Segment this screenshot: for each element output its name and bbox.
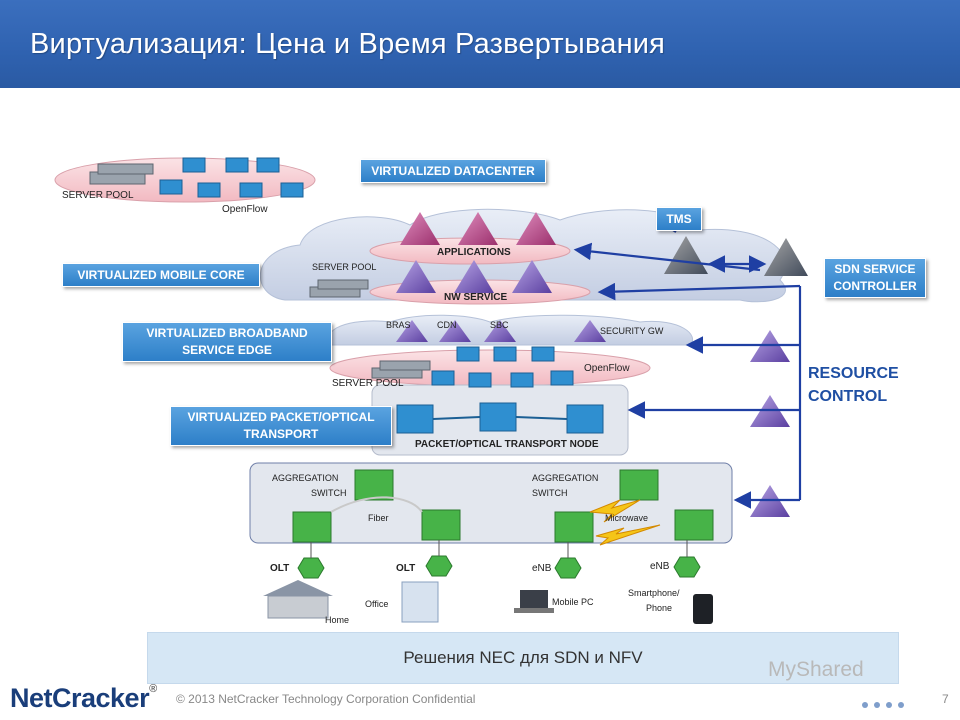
controller-triangle-icon	[664, 236, 808, 276]
packet-box-line-1: VIRTUALIZED PACKET/OPTICAL	[187, 410, 375, 424]
netcracker-logo: NetCracker®	[10, 683, 157, 714]
access-links	[310, 540, 688, 558]
resource-control-label: RESOURCE CONTROL	[808, 362, 899, 408]
virtualized-mobile-core-box: VIRTUALIZED MOBILE CORE	[62, 263, 260, 287]
transport-links	[432, 416, 568, 420]
logo-text: NetCracker	[10, 683, 150, 713]
copyright-text: © 2013 NetCracker Technology Corporation…	[176, 692, 476, 706]
security-gw-label: SECURITY GW	[600, 326, 664, 336]
aggregation-label: AGGREGATION	[532, 473, 599, 483]
openflow-label: OpenFlow	[222, 204, 268, 215]
enb-label: eNB	[532, 563, 552, 574]
switch-label: SWITCH	[532, 488, 568, 498]
olt-label: OLT	[396, 563, 416, 574]
cdn-label: CDN	[437, 320, 457, 330]
page-number: 7	[942, 692, 949, 706]
openflow-label: OpenFlow	[584, 363, 630, 374]
switch-label: SWITCH	[311, 488, 347, 498]
server-rack-icon	[89, 163, 431, 379]
watermark: MyShared	[768, 658, 864, 681]
header-band	[0, 0, 960, 88]
resource-control-line-2: CONTROL	[808, 388, 888, 405]
broadband-box-line-1: VIRTUALIZED BROADBAND	[146, 326, 308, 340]
smartphone-icon	[693, 594, 713, 624]
office-building-icon	[401, 581, 439, 623]
server-pool-label: SERVER POOL	[332, 378, 404, 389]
applications-label: APPLICATIONS	[437, 247, 511, 258]
packet-node-label: PACKET/OPTICAL TRANSPORT NODE	[415, 439, 599, 450]
virtualized-datacenter-box: VIRTUALIZED DATACENTER	[360, 159, 546, 183]
bras-label: BRAS	[386, 320, 411, 330]
mobile-pc-label: Mobile PC	[552, 597, 594, 607]
olt-label: OLT	[270, 563, 290, 574]
aggregation-switch-icon	[292, 469, 714, 543]
application-triangle-icon	[396, 212, 606, 342]
resource-triangle-icon	[750, 330, 790, 517]
smartphone-label: Smartphone/	[628, 588, 680, 598]
pagination-dots	[862, 695, 910, 713]
sdn-service-controller-box: SDN SERVICE CONTROLLER	[824, 258, 926, 298]
tms-box: TMS	[656, 207, 702, 231]
sbc-label: SBC	[490, 320, 509, 330]
fiber-label: Fiber	[368, 513, 389, 523]
banner-text: Решения NEC для SDN и NFV	[403, 648, 643, 667]
slide-title: Виртуализация: Цена и Время Развертывани…	[30, 28, 666, 60]
openflow-switch-icon	[159, 157, 604, 434]
home-label: Home	[325, 615, 350, 625]
phone-label: Phone	[646, 603, 673, 613]
home-icon	[263, 580, 333, 619]
nw-service-label: NW SERVICE	[444, 292, 508, 303]
laptop-icon	[514, 590, 554, 613]
resource-control-line-1: RESOURCE	[808, 365, 899, 382]
sdn-box-line-2: CONTROLLER	[833, 279, 917, 293]
microwave-bolt-icon	[589, 499, 661, 546]
fiber-links	[330, 496, 423, 513]
logo-reg-mark: ®	[149, 683, 157, 695]
aggregation-label: AGGREGATION	[272, 473, 339, 483]
server-pool-label: SERVER POOL	[62, 190, 134, 201]
access-node-icon	[297, 555, 701, 579]
office-label: Office	[365, 599, 389, 609]
sdn-box-line-1: SDN SERVICE	[834, 262, 916, 276]
enb-label: eNB	[650, 561, 670, 572]
packet-box-line-2: TRANSPORT	[243, 427, 319, 441]
virtualized-broadband-box: VIRTUALIZED BROADBAND SERVICE EDGE	[122, 322, 332, 362]
virtualized-packet-box: VIRTUALIZED PACKET/OPTICAL TRANSPORT	[170, 406, 392, 446]
solution-banner: Решения NEC для SDN и NFV	[147, 632, 899, 684]
server-pool-label: SERVER POOL	[312, 262, 377, 272]
broadband-box-line-2: SERVICE EDGE	[182, 343, 272, 357]
microwave-label: Microwave	[605, 513, 649, 523]
